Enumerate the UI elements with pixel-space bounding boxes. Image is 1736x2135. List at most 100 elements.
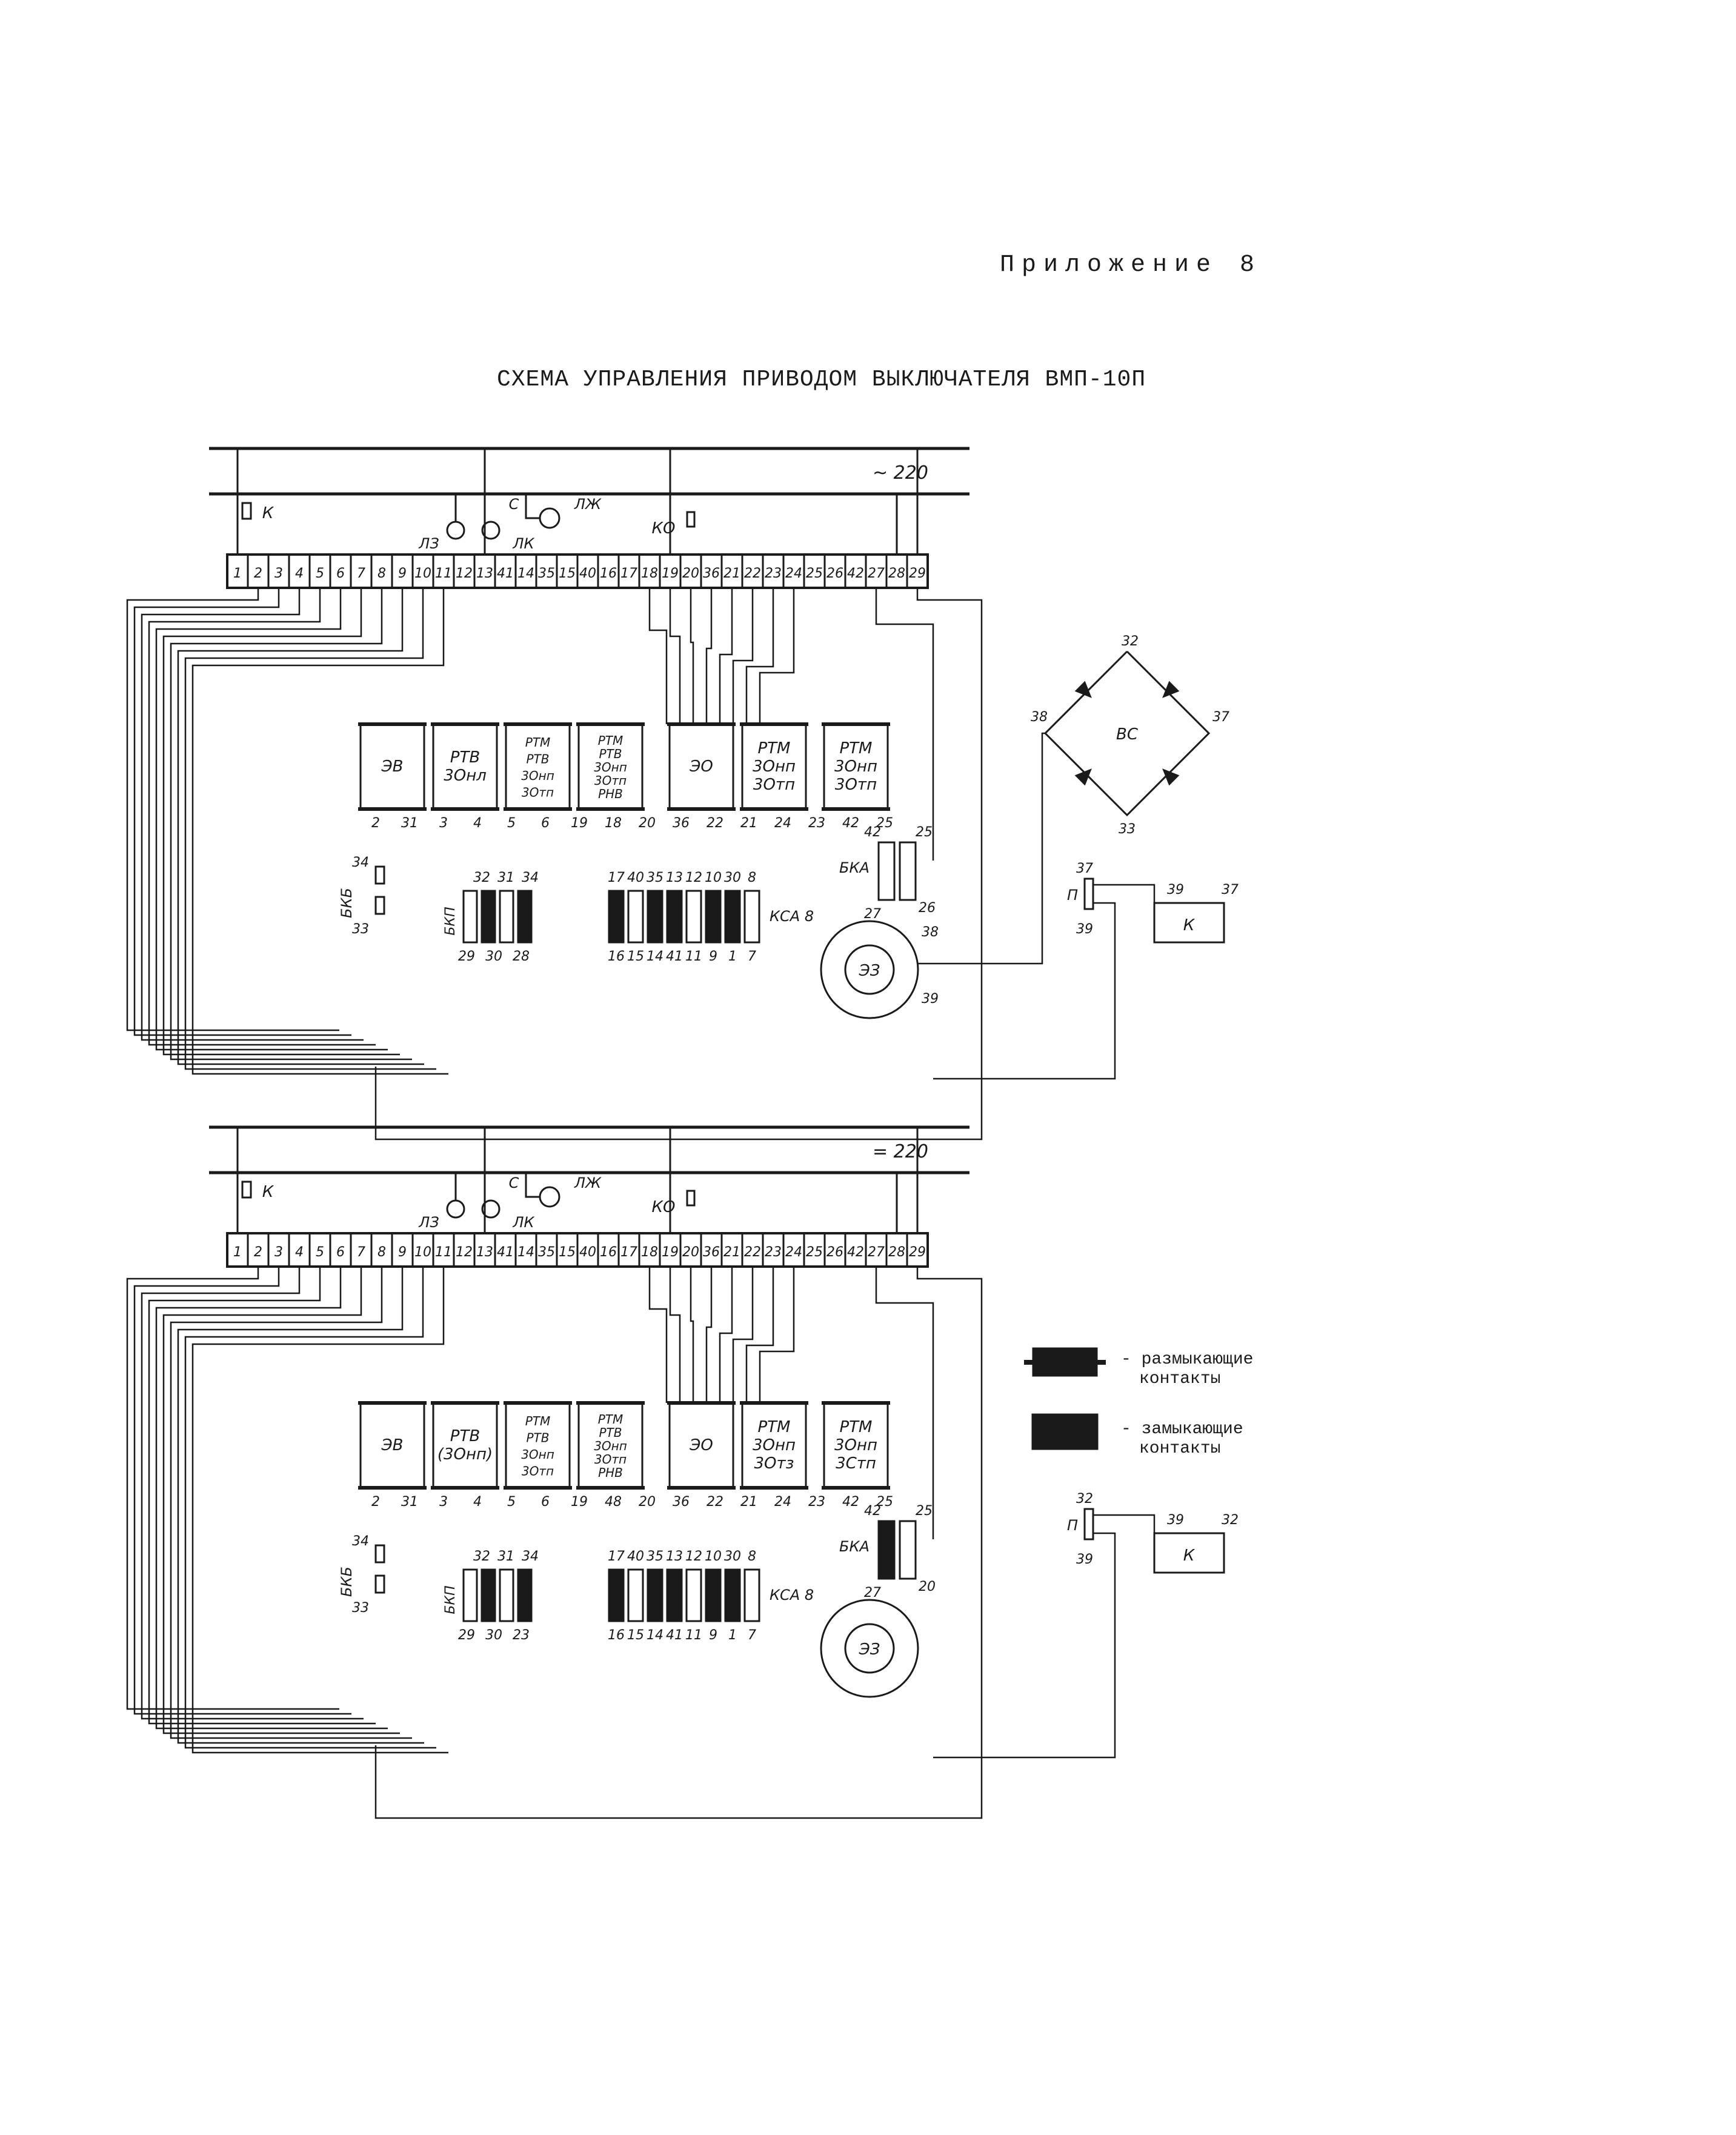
coil-label: (3Онп) xyxy=(437,1445,493,1464)
terminal-number: 12 xyxy=(456,566,473,581)
coil-label: РТВ xyxy=(527,1430,550,1445)
coil-label: 3Стп xyxy=(836,1454,876,1473)
coil-label: ЭВ xyxy=(381,758,404,776)
terminal-number: 41 xyxy=(497,566,514,581)
ksa-number: 12 xyxy=(685,1549,702,1564)
coil-terminal-number: 42 xyxy=(842,816,859,831)
bkp-contact xyxy=(499,1568,514,1622)
coil-terminal-number: 20 xyxy=(639,816,656,831)
ksa-contact xyxy=(743,1568,760,1622)
harness-wire xyxy=(719,1267,733,1403)
coil-terminal-number: 36 xyxy=(673,1494,690,1510)
bka-number: 20 xyxy=(919,1579,936,1594)
p-number: 39 xyxy=(1076,922,1093,937)
harness-wire xyxy=(374,588,983,1141)
bka-number: 26 xyxy=(919,901,936,916)
bkp-number: 34 xyxy=(522,870,539,885)
motor-inner-circle xyxy=(844,1623,895,1674)
coil-label: 3Онп xyxy=(834,1436,877,1454)
coil-terminal-number: 42 xyxy=(842,1494,859,1510)
terminal-number: 20 xyxy=(682,566,699,581)
terminal-number: 9 xyxy=(398,1245,407,1260)
wire xyxy=(525,494,540,519)
coil-label: РТМ xyxy=(840,739,873,758)
terminal-number: 28 xyxy=(888,566,905,581)
harness-wire xyxy=(191,588,448,1075)
terminal-number: 25 xyxy=(806,1245,823,1260)
k-block-number: 39 xyxy=(1167,882,1184,898)
coil-label: 3Онп xyxy=(834,758,877,776)
terminal-number: 19 xyxy=(662,1245,679,1260)
coil-label: 3Онп xyxy=(594,1439,627,1453)
bridge-outline xyxy=(1043,650,1211,817)
terminal-number: 35 xyxy=(538,1245,555,1260)
terminal-number: 27 xyxy=(868,566,885,581)
coil-terminal-number: 2 xyxy=(371,1494,380,1510)
bkp-number: 31 xyxy=(497,870,514,885)
motor-number: 38 xyxy=(922,925,939,940)
coil-terminal-number: 5 xyxy=(507,816,516,831)
ksa-number: 8 xyxy=(748,1549,756,1564)
terminal-number: 15 xyxy=(559,1245,576,1260)
bkb-number: 34 xyxy=(352,855,369,870)
bkb-contact xyxy=(374,865,385,885)
terminal-number: 18 xyxy=(641,566,658,581)
supply-label: = 220 xyxy=(873,1141,928,1162)
harness-wire xyxy=(374,1267,983,1819)
p-number: 32 xyxy=(1076,1491,1093,1507)
diode-icon xyxy=(1162,768,1180,786)
terminal-number: 5 xyxy=(316,566,324,581)
harness-wire xyxy=(170,588,412,1061)
coil-terminal-number: 19 xyxy=(571,1494,588,1510)
bka-contact xyxy=(899,841,917,901)
coil-label: РТМ xyxy=(525,1414,551,1428)
coil-terminal-number: 4 xyxy=(473,1494,482,1510)
coil-label: РТВ xyxy=(450,748,480,767)
terminal-number: 17 xyxy=(620,566,637,581)
ksa-contact xyxy=(608,890,625,944)
p-label: П xyxy=(1067,1517,1078,1534)
bkp-label: БКП xyxy=(443,1585,458,1614)
k-block-number: 39 xyxy=(1167,1513,1184,1528)
harness-wire xyxy=(133,1267,351,1715)
p-number: 39 xyxy=(1076,1552,1093,1567)
bkp-number: 34 xyxy=(522,1549,539,1564)
terminal-number: 27 xyxy=(868,1245,885,1260)
terminal-number: 26 xyxy=(826,1245,843,1260)
ksa-number: 10 xyxy=(705,1549,722,1564)
terminal-number: 16 xyxy=(600,566,617,581)
key-k-label: К xyxy=(262,504,274,522)
ksa-number: 12 xyxy=(685,870,702,885)
bkp-contact xyxy=(481,1568,496,1622)
coil-terminal-number: 25 xyxy=(876,1494,893,1510)
terminal-number: 2 xyxy=(254,1245,262,1260)
lamp-lk-label: ЛК xyxy=(512,535,534,552)
harness-wire xyxy=(690,588,694,724)
bkp-number: 30 xyxy=(485,1628,502,1643)
coil-terminal-number: 24 xyxy=(774,816,791,831)
legend-line1: - размыкающие xyxy=(1121,1350,1253,1369)
ksa-number: 41 xyxy=(666,1628,683,1643)
terminal-number: 8 xyxy=(377,1245,386,1260)
p-contact xyxy=(1083,1508,1094,1540)
harness-wire xyxy=(155,588,388,1051)
coil-terminal-number: 48 xyxy=(605,1494,622,1510)
coil-terminal-number: 21 xyxy=(740,1494,757,1510)
bkp-number: 28 xyxy=(513,949,530,964)
coil-label: 3Отп xyxy=(522,785,554,799)
bkp-contact xyxy=(462,1568,478,1622)
ksa-number: 8 xyxy=(748,870,756,885)
ksa-number: 17 xyxy=(608,1549,625,1564)
ksa-contact xyxy=(647,890,663,944)
bka-contact xyxy=(877,1520,896,1580)
harness-wire xyxy=(759,1267,795,1403)
harness-wire xyxy=(745,1267,774,1403)
coil-label: 3Отп xyxy=(594,1452,627,1467)
coil-label: 3Онп xyxy=(521,1447,554,1462)
